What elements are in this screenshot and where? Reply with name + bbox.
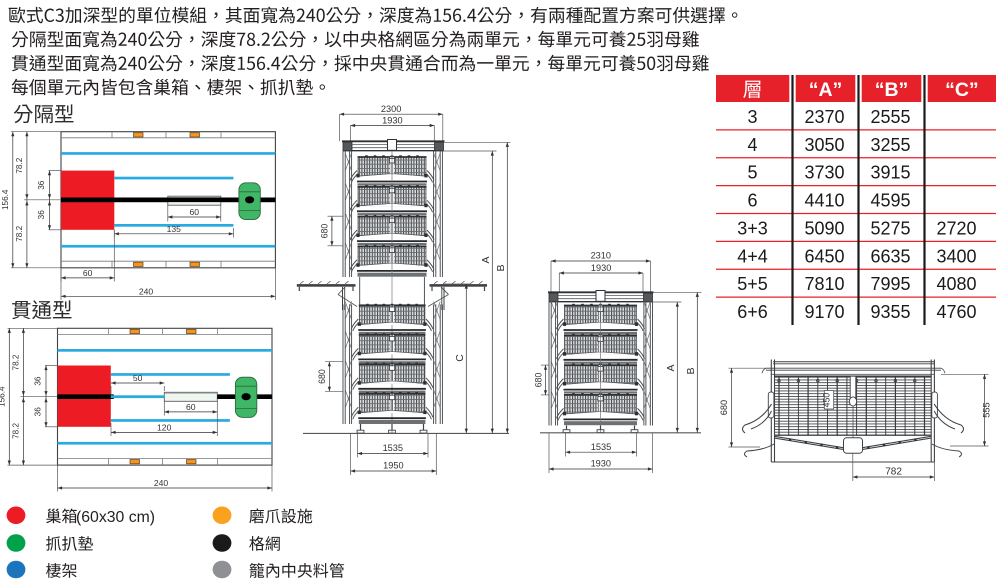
svg-text:240: 240: [139, 286, 154, 296]
svg-text:4080: 4080: [936, 274, 976, 294]
svg-text:4+4: 4+4: [737, 246, 768, 266]
svg-text:6635: 6635: [870, 246, 910, 266]
svg-text:3730: 3730: [804, 163, 844, 183]
svg-text:“A”: “A”: [809, 79, 843, 101]
svg-text:36: 36: [34, 407, 43, 417]
svg-text:680: 680: [320, 224, 330, 239]
svg-text:78.2: 78.2: [15, 157, 24, 173]
svg-text:60: 60: [190, 207, 200, 217]
svg-text:4410: 4410: [804, 191, 844, 211]
svg-text:3255: 3255: [870, 135, 910, 155]
svg-text:6: 6: [747, 191, 757, 211]
svg-text:1930: 1930: [591, 459, 611, 469]
svg-text:555: 555: [981, 402, 991, 417]
svg-text:156.4: 156.4: [0, 386, 6, 407]
svg-text:156.4: 156.4: [1, 189, 10, 210]
svg-text:3050: 3050: [804, 135, 844, 155]
svg-text:1535: 1535: [383, 443, 403, 453]
svg-text:1930: 1930: [591, 263, 611, 273]
svg-text:6+6: 6+6: [737, 302, 768, 322]
svg-text:4760: 4760: [936, 302, 976, 322]
svg-text:680: 680: [533, 373, 543, 388]
svg-text:B: B: [685, 367, 697, 374]
svg-text:782: 782: [885, 466, 902, 477]
svg-text:50: 50: [133, 373, 143, 383]
svg-text:B: B: [495, 264, 507, 271]
svg-text:1535: 1535: [591, 442, 611, 452]
svg-text:1930: 1930: [382, 115, 402, 125]
svg-text:“C”: “C”: [945, 79, 979, 101]
svg-text:3: 3: [747, 107, 757, 127]
svg-text:135: 135: [167, 224, 182, 234]
svg-text:5+5: 5+5: [737, 274, 768, 294]
svg-text:A: A: [665, 364, 677, 371]
svg-text:4: 4: [747, 135, 757, 155]
svg-text:2720: 2720: [936, 218, 976, 238]
svg-text:78.2: 78.2: [15, 225, 24, 241]
svg-text:3+3: 3+3: [737, 218, 768, 238]
svg-text:5275: 5275: [870, 218, 910, 238]
svg-text:6450: 6450: [804, 246, 844, 266]
svg-text:2370: 2370: [804, 107, 844, 127]
svg-text:9170: 9170: [804, 302, 844, 322]
svg-text:240: 240: [154, 478, 169, 488]
svg-text:A: A: [480, 256, 492, 263]
svg-text:680: 680: [719, 400, 729, 415]
svg-text:9355: 9355: [870, 302, 910, 322]
svg-text:1950: 1950: [383, 461, 403, 471]
svg-text:36: 36: [34, 376, 43, 386]
svg-text:C: C: [454, 354, 466, 362]
svg-text:“B”: “B”: [875, 79, 909, 101]
svg-text:(60x30 cm): (60x30 cm): [76, 509, 155, 526]
svg-text:3915: 3915: [870, 163, 910, 183]
svg-text:2555: 2555: [870, 107, 910, 127]
svg-text:2310: 2310: [591, 251, 611, 261]
svg-text:60: 60: [186, 402, 196, 412]
svg-text:3400: 3400: [936, 246, 976, 266]
svg-text:78.2: 78.2: [11, 354, 20, 370]
svg-text:120: 120: [157, 422, 172, 432]
svg-text:5: 5: [747, 163, 757, 183]
svg-text:680: 680: [317, 369, 327, 384]
svg-text:450: 450: [822, 393, 832, 408]
svg-text:7995: 7995: [870, 274, 910, 294]
svg-text:4595: 4595: [870, 191, 910, 211]
svg-text:7810: 7810: [804, 274, 844, 294]
svg-text:36: 36: [37, 210, 46, 220]
svg-text:36: 36: [37, 180, 46, 190]
svg-text:78.2: 78.2: [11, 422, 20, 438]
svg-text:5090: 5090: [804, 218, 844, 238]
svg-text:2300: 2300: [381, 104, 401, 114]
svg-text:60: 60: [83, 268, 93, 278]
